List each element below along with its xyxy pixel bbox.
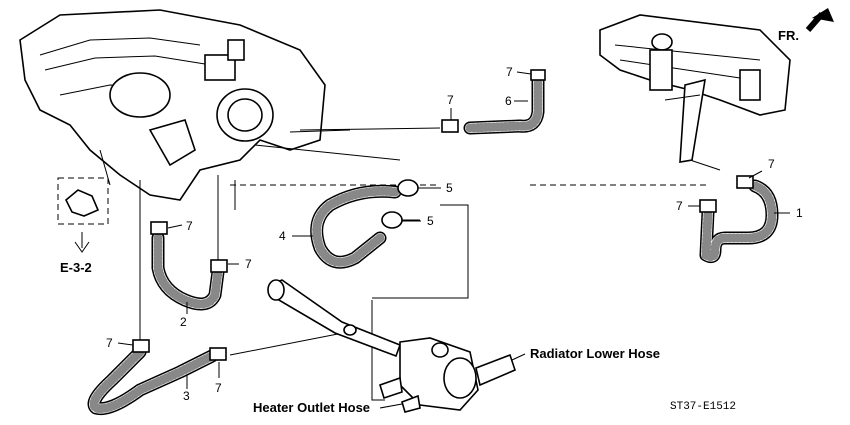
radiator-lower-hose-label: Radiator Lower Hose <box>530 346 660 361</box>
intake-manifold-assembly <box>19 9 351 201</box>
hose-1 <box>699 175 779 264</box>
callout-clamp-7-hose2-top: 7 <box>186 219 193 233</box>
front-arrow: FR. <box>778 8 834 43</box>
callout-clamp-7-right-mid: 7 <box>676 199 683 213</box>
engine-block-section <box>599 14 791 171</box>
front-indicator-label: FR. <box>778 28 799 43</box>
callout-hose-4: 4 <box>279 229 286 243</box>
reference-label: E-3-2 <box>60 260 92 275</box>
callout-hose-1: 1 <box>796 206 803 220</box>
callout-clamp-7-hose2-bottom: 7 <box>245 257 252 271</box>
bracket-reference: E-3-2 <box>57 177 109 275</box>
water-pipe-and-housing <box>267 279 516 413</box>
callout-clamp-7-top: 7 <box>506 65 513 79</box>
hose-2 <box>150 221 228 311</box>
callout-clamp-5a: 5 <box>446 181 453 195</box>
hose-3 <box>87 339 227 416</box>
callout-clamp-5b: 5 <box>427 214 434 228</box>
callout-clamp-7-hose3-left: 7 <box>106 336 113 350</box>
callout-clamp-7-right-top: 7 <box>768 157 775 171</box>
callout-leaders <box>117 71 790 409</box>
callout-clamp-7-hose3-right: 7 <box>215 381 222 395</box>
callout-hose-6: 6 <box>505 94 512 108</box>
heater-outlet-hose-label: Heater Outlet Hose <box>253 400 370 415</box>
callout-hose-2: 2 <box>180 315 187 329</box>
hose-6 <box>441 69 546 135</box>
diagram-code: ST37-E1512 <box>670 401 736 413</box>
callout-hose-3: 3 <box>183 389 190 403</box>
hose-4 <box>310 179 440 269</box>
callout-labels: 7 6 7 7 7 1 5 5 4 7 7 2 7 3 7 <box>106 65 803 403</box>
callout-clamp-7-upper-left: 7 <box>447 93 454 107</box>
